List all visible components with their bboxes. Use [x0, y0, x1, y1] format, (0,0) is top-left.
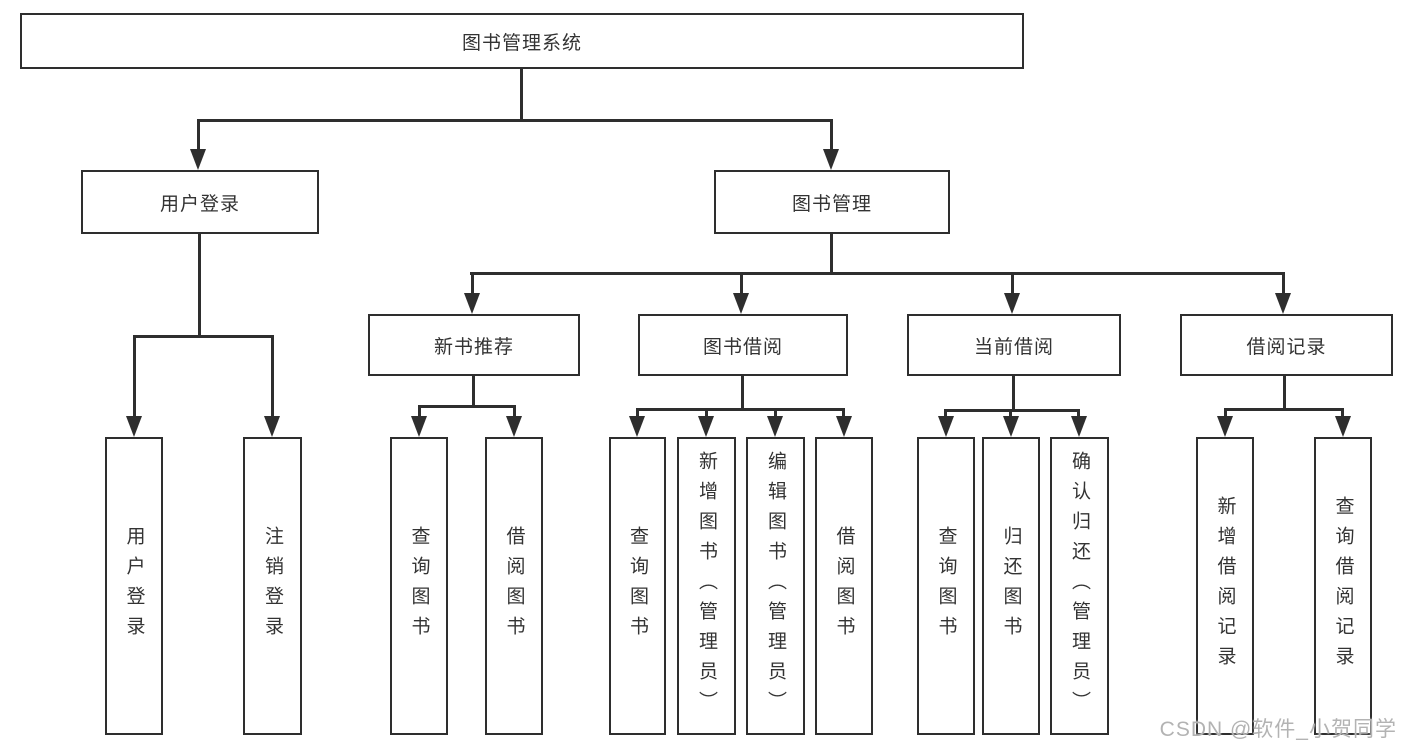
node-leaf-edit-books-admin: 编辑图书（管理员）: [746, 437, 805, 735]
connector-stem: [636, 408, 639, 421]
node-label: 查询图书: [627, 526, 648, 646]
connector-stem: [133, 335, 136, 421]
connector-stem: [271, 335, 274, 421]
connector-stem: [830, 119, 833, 155]
connector-stem: [842, 408, 845, 421]
connector-stem: [740, 272, 743, 300]
arrowhead-icon: [1071, 416, 1087, 437]
connector-current-borrow-rail: [945, 409, 1080, 412]
node-leaf-logout: 注销登录: [243, 437, 302, 735]
node-label: 归还图书: [1000, 526, 1022, 646]
connector-stem: [1341, 408, 1344, 421]
connector-stem: [944, 409, 947, 421]
node-root: 图书管理系统: [20, 13, 1024, 69]
connector-stem: [1224, 408, 1227, 421]
node-book-borrow: 图书借阅: [638, 314, 848, 376]
node-leaf-query-books-2: 查询图书: [609, 437, 666, 735]
node-label: 新增图书（管理员）: [696, 451, 717, 721]
arrowhead-icon: [1275, 293, 1291, 314]
connector-stem: [705, 408, 708, 421]
connector-stem: [1282, 272, 1285, 300]
node-label: 借阅图书: [503, 526, 525, 646]
arrowhead-icon: [1003, 416, 1019, 437]
node-leaf-confirm-return-admin: 确认归还（管理员）: [1050, 437, 1109, 735]
node-user-login: 用户登录: [81, 170, 319, 234]
node-leaf-add-borrow-record: 新增借阅记录: [1196, 437, 1254, 735]
node-leaf-query-borrow-record: 查询借阅记录: [1314, 437, 1372, 735]
arrowhead-icon: [938, 416, 954, 437]
connector-user-login-stem: [198, 234, 201, 337]
node-label: 当前借阅: [973, 336, 1054, 358]
node-label: 编辑图书（管理员）: [765, 451, 786, 721]
arrowhead-icon: [411, 416, 427, 437]
connector-stem: [418, 405, 421, 421]
connector-current-borrow-stem: [1012, 376, 1015, 411]
node-label: 新书推荐: [433, 336, 514, 358]
connector-new-book-stem: [472, 376, 475, 407]
connector-stem: [513, 405, 516, 421]
arrowhead-icon: [264, 416, 280, 437]
node-label: 确认归还（管理员）: [1069, 451, 1090, 721]
connector-stem: [774, 408, 777, 421]
arrowhead-icon: [836, 416, 852, 437]
connector-root-stem: [520, 69, 523, 121]
node-label: 查询图书: [935, 526, 957, 646]
node-leaf-user-login: 用户登录: [105, 437, 163, 735]
connector-level2-rail: [198, 119, 833, 122]
node-current-borrow: 当前借阅: [907, 314, 1121, 376]
connector-book-borrow-rail: [637, 408, 845, 411]
arrowhead-icon: [506, 416, 522, 437]
arrowhead-icon: [464, 293, 480, 314]
node-label: 用户登录: [159, 193, 240, 215]
arrowhead-icon: [698, 416, 714, 437]
arrowhead-icon: [1335, 416, 1351, 437]
connector-level3-rail: [470, 272, 1285, 275]
arrowhead-icon: [629, 416, 645, 437]
node-label: 查询借阅记录: [1332, 496, 1354, 676]
node-new-book-recommend: 新书推荐: [368, 314, 580, 376]
arrowhead-icon: [1004, 293, 1020, 314]
node-label: 图书管理系统: [461, 32, 582, 54]
connector-borrow-record-stem: [1283, 376, 1286, 410]
node-borrow-record: 借阅记录: [1180, 314, 1393, 376]
arrowhead-icon: [1217, 416, 1233, 437]
arrowhead-icon: [823, 149, 839, 170]
node-leaf-borrow-books-2: 借阅图书: [815, 437, 873, 735]
node-leaf-query-books-1: 查询图书: [390, 437, 448, 735]
connector-new-book-rail: [418, 405, 516, 408]
node-leaf-borrow-books-1: 借阅图书: [485, 437, 543, 735]
node-label: 借阅记录: [1246, 336, 1327, 358]
node-label: 图书管理: [791, 193, 872, 215]
node-label: 新增借阅记录: [1214, 496, 1236, 676]
node-leaf-add-books-admin: 新增图书（管理员）: [677, 437, 736, 735]
arrowhead-icon: [126, 416, 142, 437]
arrowhead-icon: [767, 416, 783, 437]
node-leaf-return-books: 归还图书: [982, 437, 1040, 735]
connector-stem: [1009, 409, 1012, 421]
connector-stem: [471, 272, 474, 300]
node-label: 图书借阅: [702, 336, 783, 358]
connector-stem: [1077, 409, 1080, 421]
node-book-management: 图书管理: [714, 170, 950, 234]
node-label: 查询图书: [408, 526, 430, 646]
connector-login-rail: [133, 335, 274, 338]
node-label: 注销登录: [262, 526, 283, 646]
node-leaf-query-books-3: 查询图书: [917, 437, 975, 735]
connector-book-borrow-stem: [741, 376, 744, 410]
connector-book-mgmt-stem: [830, 234, 833, 274]
arrowhead-icon: [190, 149, 206, 170]
connector-borrow-record-rail: [1224, 408, 1344, 411]
arrowhead-icon: [733, 293, 749, 314]
connector-stem: [1011, 272, 1014, 300]
connector-stem: [197, 119, 200, 155]
node-label: 用户登录: [123, 526, 145, 646]
node-label: 借阅图书: [833, 526, 855, 646]
csdn-watermark: CSDN @软件_小贺同学: [1159, 718, 1397, 741]
